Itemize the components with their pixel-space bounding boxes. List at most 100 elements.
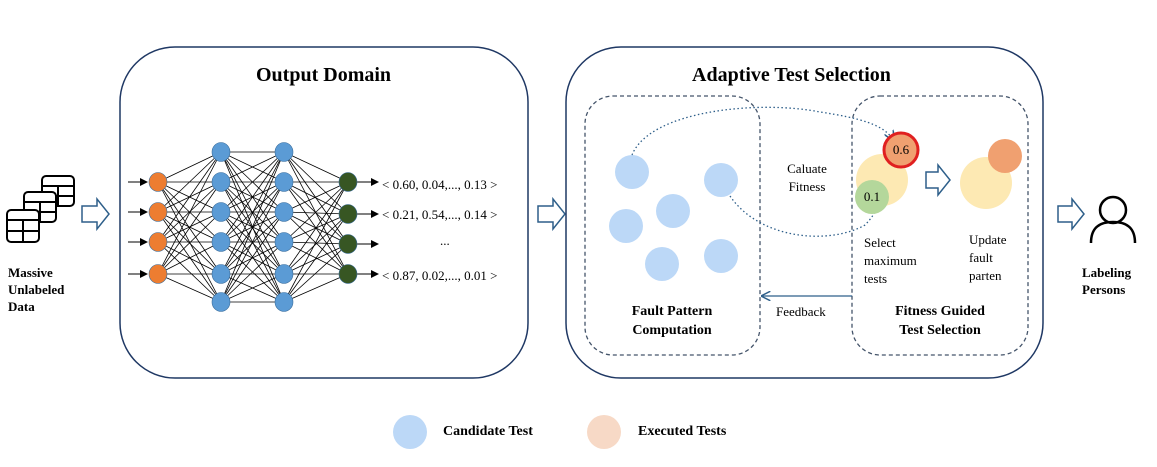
network-edge <box>220 151 285 303</box>
network-edge <box>220 151 285 213</box>
hidden-node <box>211 264 231 284</box>
network-edge <box>157 211 222 275</box>
network-edge <box>283 243 349 303</box>
output-node <box>338 204 358 224</box>
candidate-test-circle <box>609 209 643 243</box>
network-edge <box>157 181 222 275</box>
output-domain-title: Output Domain <box>256 64 392 86</box>
select-tests-label: Select maximum tests <box>864 235 917 286</box>
network-edge <box>220 151 285 275</box>
input-label: Massive Unlabeled Data <box>8 265 65 314</box>
network-edge <box>157 151 222 243</box>
fitness-guided-label: Fitness Guided Test Selection <box>895 304 985 338</box>
data-table-icon <box>6 175 75 243</box>
executed-test-circle <box>988 139 1022 173</box>
network-edge <box>220 181 285 243</box>
legend-candidate-label: Candidate Test <box>443 424 533 439</box>
network-edge <box>220 241 285 303</box>
value-low-label: 0.1 <box>863 189 881 204</box>
flow-arrow-4 <box>1057 196 1085 232</box>
network-edge <box>157 241 222 303</box>
candidate-test-circle <box>704 163 738 197</box>
input-node <box>148 232 168 252</box>
hidden-node <box>211 202 231 222</box>
network-edge <box>283 151 349 215</box>
candidate-test-circle <box>615 155 649 189</box>
hidden-node <box>274 232 294 252</box>
candidate-test-circle <box>645 247 679 281</box>
network-edge <box>283 213 349 303</box>
network-edges <box>157 151 349 303</box>
network-edge <box>283 181 349 243</box>
hidden-node <box>274 142 294 162</box>
fitness-loop-top <box>631 106 893 156</box>
calculate-fitness-label: Caluate Fitness <box>787 161 827 194</box>
network-edge <box>283 181 349 303</box>
network-edge <box>283 241 349 245</box>
network-edge <box>220 241 285 275</box>
hidden-node <box>274 292 294 312</box>
hidden-node <box>211 232 231 252</box>
network-edge <box>220 211 285 303</box>
output-vector: < 0.87, 0.02,..., 0.01 > <box>382 268 498 283</box>
network-edge <box>283 243 349 275</box>
fitness-guided-box <box>851 95 1029 356</box>
candidate-test-circle <box>656 194 690 228</box>
network-edge <box>283 181 349 275</box>
value-high-label: 0.6 <box>892 142 910 157</box>
network-edge <box>157 211 222 303</box>
feedback-label: Feedback <box>776 304 826 319</box>
network-edge <box>283 151 349 183</box>
network-edge <box>283 273 349 303</box>
output-node <box>338 234 358 254</box>
network-edge <box>157 241 222 275</box>
network-edge <box>220 151 285 243</box>
candidate-test-circle <box>704 239 738 273</box>
person-icon <box>1089 195 1137 244</box>
hidden-node <box>211 142 231 162</box>
network-nodes <box>148 142 358 312</box>
network-input-arrows <box>128 178 379 278</box>
network-edge <box>157 151 222 213</box>
output-label: Labeling Persons <box>1082 265 1132 297</box>
flow-arrow-1 <box>81 196 110 232</box>
selected-test-circle <box>882 131 920 169</box>
adaptive-selection-title: Adaptive Test Selection <box>692 64 891 86</box>
update-pattern-label: Update fault parten <box>969 232 1007 283</box>
network-edge <box>157 211 222 243</box>
network-edge <box>283 213 349 275</box>
hidden-node <box>211 292 231 312</box>
network-edge <box>283 181 349 213</box>
flow-arrow-2 <box>537 196 566 232</box>
network-edge <box>157 151 222 275</box>
fault-pattern-box <box>584 95 761 356</box>
network-edge <box>157 181 222 243</box>
hidden-node <box>274 264 294 284</box>
adaptive-selection-panel <box>565 46 1044 379</box>
output-vector-ellipsis: ... <box>440 233 450 248</box>
legend-candidate-swatch <box>393 415 427 449</box>
network-edge <box>157 151 222 183</box>
output-vector: < 0.60, 0.04,..., 0.13 > <box>382 177 498 192</box>
network-edge <box>157 273 222 303</box>
network-edge <box>283 181 349 215</box>
input-node <box>148 264 168 284</box>
output-vector: < 0.21, 0.54,..., 0.14 > <box>382 207 498 222</box>
network-edge <box>220 151 285 183</box>
hidden-node <box>211 172 231 192</box>
legend-executed-label: Executed Tests <box>638 424 727 439</box>
legend-executed-swatch <box>587 415 621 449</box>
output-domain-panel <box>119 46 529 379</box>
input-node <box>148 172 168 192</box>
candidate-tests <box>609 155 738 281</box>
network-edge <box>283 211 349 215</box>
hidden-node <box>274 172 294 192</box>
output-node <box>338 172 358 192</box>
network-edge <box>220 181 285 303</box>
flow-arrow-3 <box>925 162 951 198</box>
low-fitness-test-circle <box>855 180 889 214</box>
input-node <box>148 202 168 222</box>
output-node <box>338 264 358 284</box>
network-edge <box>220 211 285 275</box>
